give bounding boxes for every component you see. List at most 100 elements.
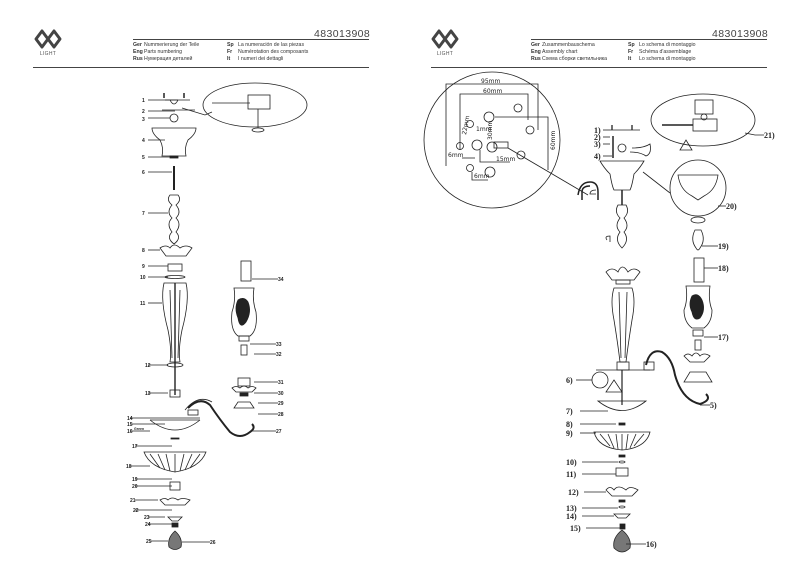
part-label: 31 bbox=[278, 380, 284, 386]
part-label: 18 bbox=[126, 464, 132, 470]
title-text: Parts numbering bbox=[144, 49, 183, 55]
part-label: 28 bbox=[278, 412, 284, 418]
part-label: 15 bbox=[127, 422, 133, 428]
dimension-label: 30mm bbox=[487, 121, 494, 140]
mounting-plate-diagram: 95mm 60mm 22mm 1mm 30mm 6mm 15mm 6mm 60m… bbox=[423, 71, 599, 209]
title-row: RusСхема сборки светильника bbox=[531, 56, 607, 63]
part-label: 8 bbox=[142, 248, 145, 254]
part-label: 6 bbox=[142, 170, 145, 176]
step-label: 15) bbox=[570, 524, 581, 533]
product-code: 483013908 bbox=[712, 28, 769, 40]
part-label: 32 bbox=[276, 352, 282, 358]
step-label: 1) bbox=[594, 126, 601, 135]
part-label: 24 bbox=[145, 522, 151, 528]
step-number-labels: 1) 2) 3) 4) 5) 6) 7) 8) 9) 10) 11) 12) 1… bbox=[566, 126, 775, 549]
part-label: 4 bbox=[142, 138, 145, 144]
title-row: Sp La numeración de las piezas bbox=[227, 42, 308, 49]
logo-text: LIGHT bbox=[436, 51, 454, 57]
part-label: 1 bbox=[142, 98, 145, 104]
dimension-label: 15mm bbox=[496, 156, 515, 163]
product-code: 483013908 bbox=[314, 28, 371, 40]
step-label: 16) bbox=[646, 540, 657, 549]
central-column-drawing bbox=[159, 244, 193, 398]
step-label: 3) bbox=[594, 140, 601, 149]
title-text: Схема сборки светильника bbox=[542, 56, 608, 62]
part-label: 10 bbox=[140, 275, 146, 281]
part-label: 22 bbox=[133, 508, 139, 514]
wire-label: Green bbox=[134, 427, 144, 431]
step-label: 19) bbox=[718, 242, 729, 251]
title-row: EngAssembly chart bbox=[531, 49, 607, 56]
lang-code: Ger bbox=[531, 42, 540, 48]
step-label: 21) bbox=[764, 131, 775, 140]
lang-code: Ger bbox=[133, 42, 142, 48]
part-label: 11 bbox=[140, 301, 146, 307]
part-label: 23 bbox=[144, 515, 150, 521]
brand-logo: LIGHT bbox=[430, 28, 460, 60]
central-column-drawing bbox=[596, 266, 650, 371]
lang-code: Fr bbox=[227, 49, 233, 55]
part-label: 34 bbox=[278, 277, 284, 283]
step-label: 4) bbox=[594, 152, 601, 161]
dimension-label: 95mm bbox=[481, 78, 500, 85]
title-text: Numérotation des composants bbox=[238, 49, 309, 55]
title-text: Lo schema di montaggio bbox=[639, 42, 696, 48]
dimension-label: 6mm bbox=[474, 173, 490, 180]
title-text: Zusammenbauschema bbox=[542, 42, 595, 48]
title-text: Nummerierung der Teile bbox=[144, 42, 200, 48]
part-label: 20 bbox=[132, 484, 138, 490]
part-label: 17 bbox=[132, 444, 138, 450]
part-label: 26 bbox=[210, 540, 216, 546]
candle-assembly-drawing bbox=[231, 260, 257, 409]
part-label: 29 bbox=[278, 401, 284, 407]
dimension-label: 22mm bbox=[461, 115, 471, 135]
title-text: Lo schema di montaggio bbox=[639, 56, 696, 62]
title-text: La numeración de las piezas bbox=[238, 42, 305, 48]
arm-drawing bbox=[184, 398, 255, 437]
lower-bowl-drawing bbox=[143, 419, 207, 550]
part-label: 30 bbox=[278, 391, 284, 397]
part-label: 19 bbox=[132, 477, 138, 483]
part-label: 12 bbox=[145, 363, 151, 369]
candle-assembly-drawing bbox=[683, 216, 713, 383]
mw-diamond-logo-icon bbox=[34, 29, 62, 49]
lang-code: Fr bbox=[628, 49, 634, 55]
step-label: 10) bbox=[566, 458, 577, 467]
canopy-callout bbox=[642, 159, 727, 217]
title-text: Assembly chart bbox=[542, 49, 578, 55]
step-label: 9) bbox=[566, 429, 573, 438]
title-row: Fr Numérotation des composants bbox=[227, 49, 308, 56]
step-label: 14) bbox=[566, 512, 577, 521]
part-label: 27 bbox=[276, 429, 282, 435]
lang-code: Rus bbox=[133, 56, 143, 62]
step-label: 11) bbox=[566, 470, 577, 479]
title-text: I numeri dei dettagli bbox=[238, 56, 284, 62]
step-label: 13) bbox=[566, 504, 577, 513]
title-text: Нумерация деталей bbox=[144, 56, 193, 62]
header-rule bbox=[133, 39, 369, 40]
lang-code: Eng bbox=[133, 49, 143, 55]
step-label: 18) bbox=[718, 264, 729, 273]
header-rule-bottom bbox=[431, 67, 767, 68]
step-label: 8) bbox=[566, 420, 573, 429]
dimension-label: 60mm bbox=[550, 131, 557, 150]
title-row: RusНумерация деталей bbox=[133, 56, 199, 63]
part-label: 13 bbox=[145, 391, 151, 397]
wiring-callout bbox=[650, 93, 764, 151]
lang-code: Sp bbox=[227, 42, 234, 48]
part-label: 9 bbox=[142, 264, 145, 270]
step-label: 17) bbox=[718, 333, 729, 342]
dimension-label: 60mm bbox=[483, 88, 502, 95]
title-row: EngParts numbering bbox=[133, 49, 199, 56]
part-number-labels: 1 2 3 4 5 6 7 8 9 10 11 12 13 14 15 16 G… bbox=[126, 98, 284, 546]
step-label: 5) bbox=[710, 401, 717, 410]
part-label: 5 bbox=[142, 155, 145, 161]
brand-logo: LIGHT bbox=[33, 28, 63, 60]
dimension-label: 6mm bbox=[448, 152, 464, 159]
step-label: 2) bbox=[594, 133, 601, 142]
